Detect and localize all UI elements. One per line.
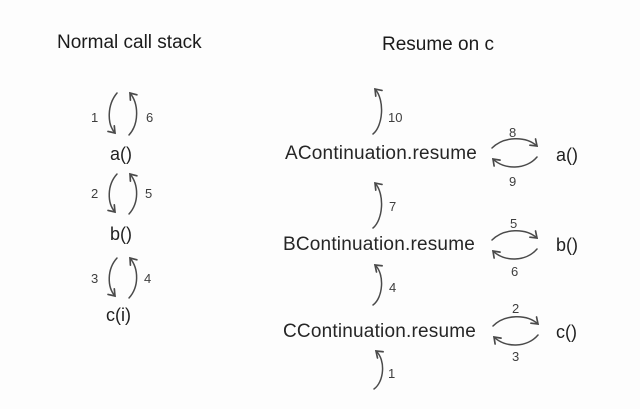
normal-call-stack-title: Normal call stack [57, 32, 202, 53]
frame-label-c-i: c(i) [106, 305, 131, 325]
step-number-call-a2: 8 [509, 125, 517, 140]
frame-label-acontinuation: AContinuation.resume [285, 143, 477, 164]
call-return-arrows-a [107, 91, 138, 136]
call-arrow-icon [491, 230, 539, 241]
target-calls-panel: 8 9 a() 5 6 b() 2 3 c() [480, 0, 640, 409]
step-number-4: 4 [389, 280, 397, 295]
frame-label-ccontinuation: CContinuation.resume [283, 321, 477, 342]
resume-arrow-7-icon [372, 181, 383, 229]
frame-label-b-right: b() [556, 235, 578, 255]
resume-stack-panel: Resume on c 10 AContinuation.resume 7 BC… [230, 0, 494, 409]
normal-call-stack-panel: Normal call stack 1 6 a() 2 5 b() 3 4 c(… [0, 0, 230, 409]
call-arrow-icon [491, 138, 539, 149]
step-number-call-b2: 5 [510, 216, 518, 231]
call-arrow-icon [107, 173, 118, 214]
step-number-7: 7 [389, 199, 397, 214]
call-return-arrows-b2 [491, 230, 539, 260]
frame-label-a: a() [110, 144, 132, 164]
step-number-call-b: 2 [91, 186, 99, 201]
resume-arrow-10-icon [372, 87, 383, 135]
frame-label-bcontinuation: BContinuation.resume [283, 234, 475, 255]
call-return-arrows-a2 [491, 138, 539, 168]
return-arrow-icon [128, 91, 138, 136]
step-number-return-b2: 6 [511, 264, 519, 279]
resume-on-c-title: Resume on c [382, 34, 494, 55]
return-arrow-icon [128, 256, 138, 299]
return-arrow-icon [491, 248, 538, 260]
step-number-call-c2: 2 [512, 301, 520, 316]
call-return-arrows-b [107, 172, 138, 215]
step-number-1: 1 [388, 366, 396, 381]
step-number-return-a: 6 [146, 110, 154, 125]
frame-label-b: b() [110, 224, 132, 244]
call-arrow-icon [492, 316, 540, 327]
step-number-return-a2: 9 [509, 174, 517, 189]
resume-arrow-1-icon [373, 350, 384, 390]
step-number-call-a: 1 [91, 110, 99, 125]
frame-label-a-right: a() [556, 145, 578, 165]
call-return-arrows-c2 [492, 316, 540, 346]
step-number-10: 10 [388, 110, 403, 125]
return-arrow-icon [491, 156, 538, 168]
step-number-call-c: 3 [91, 271, 99, 286]
call-return-arrows-c [107, 256, 138, 299]
resume-arrow-4-icon [372, 264, 383, 306]
call-arrow-icon [107, 92, 118, 135]
step-number-return-c2: 3 [512, 349, 520, 364]
call-arrow-icon [107, 257, 118, 298]
step-number-return-c: 4 [144, 271, 152, 286]
return-arrow-icon [128, 172, 138, 215]
step-number-return-b: 5 [145, 186, 153, 201]
return-arrow-icon [492, 334, 539, 346]
frame-label-c-right: c() [556, 322, 577, 342]
